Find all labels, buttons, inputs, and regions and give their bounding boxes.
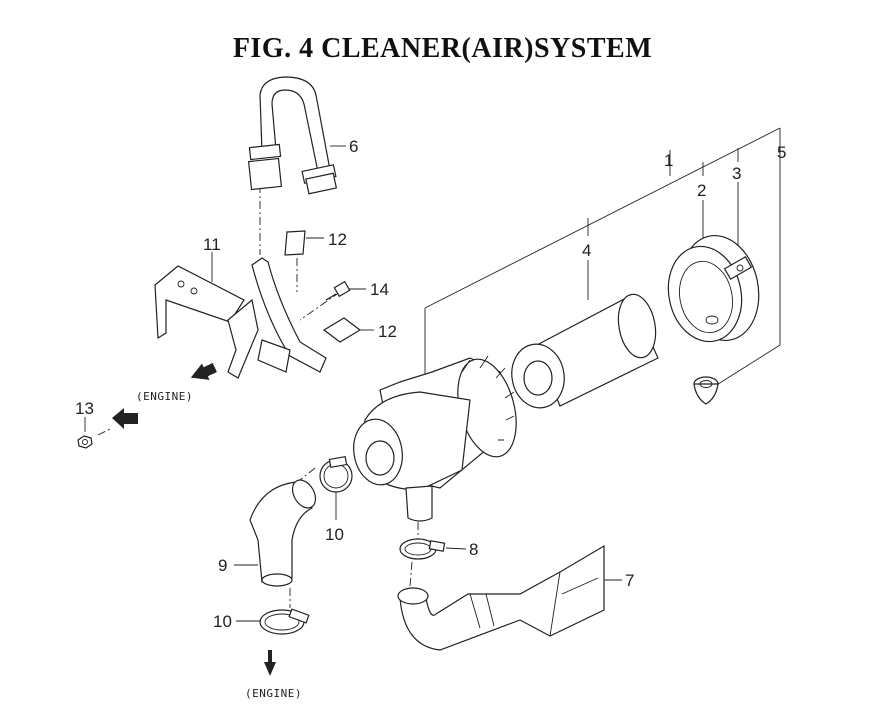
part-2-cover xyxy=(667,234,760,343)
callout-8: 8 xyxy=(469,540,478,559)
callout-2: 2 xyxy=(697,181,706,200)
part-14-bolt xyxy=(325,280,351,301)
part-10-clamp-lower xyxy=(259,608,310,635)
part-10-clamp-upper xyxy=(319,455,353,493)
callout-7: 7 xyxy=(625,571,634,590)
part-1-cleaner-body xyxy=(353,355,517,522)
part-4-filter-element xyxy=(511,293,659,409)
engine-label-upper: (ENGINE) xyxy=(136,390,193,403)
callout-4: 4 xyxy=(582,241,591,260)
callout-10-upper: 10 xyxy=(325,525,344,544)
callout-numbers: 1 2 3 4 5 6 7 8 9 10 10 11 12 12 13 14 xyxy=(75,137,786,631)
engine-arrow-lower xyxy=(264,650,276,676)
part-11-bracket xyxy=(154,257,327,379)
part-12-pads xyxy=(284,230,362,343)
figure-title: FIG. 4 CLEANER(AIR)SYSTEM xyxy=(232,33,653,64)
part-9-elbow-hose xyxy=(249,479,317,587)
callout-13: 13 xyxy=(75,399,94,418)
part-5-valve xyxy=(693,376,719,405)
callout-11: 11 xyxy=(203,235,221,254)
engine-arrow-upper xyxy=(190,362,217,380)
callout-5: 5 xyxy=(777,143,786,162)
part-6-strap xyxy=(247,76,338,195)
callout-14: 14 xyxy=(370,280,389,299)
part-8-clamp xyxy=(399,538,446,560)
leader-lines xyxy=(84,127,781,622)
callout-6: 6 xyxy=(349,137,358,156)
callout-12-upper: 12 xyxy=(328,230,347,249)
callout-3: 3 xyxy=(732,164,741,183)
part-13-nut xyxy=(77,435,93,449)
engine-arrow-left xyxy=(112,408,138,429)
callout-12-lower: 12 xyxy=(378,322,397,341)
callout-1: 1 xyxy=(664,151,673,170)
engine-label-lower: (ENGINE) xyxy=(245,687,302,700)
callout-10-lower: 10 xyxy=(213,612,232,631)
part-3-clip xyxy=(723,255,753,281)
callout-9: 9 xyxy=(218,556,227,575)
part-7-intake-duct xyxy=(397,544,605,651)
